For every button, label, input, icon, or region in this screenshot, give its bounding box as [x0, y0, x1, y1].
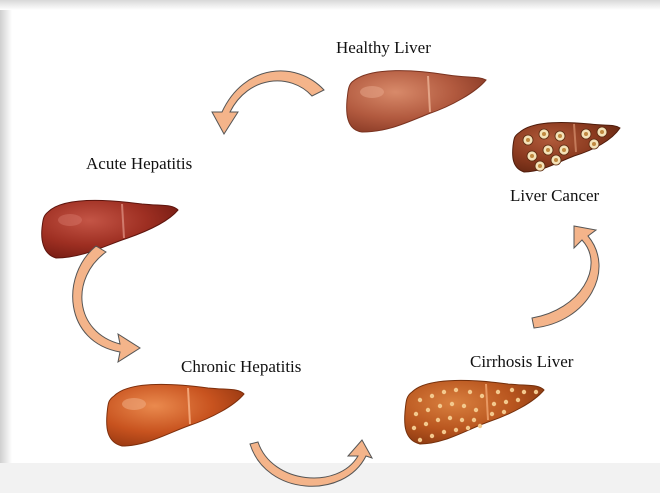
arrow-chronic-to-cirrhosis: [250, 440, 372, 486]
acute-hepatitis-label: Acute Hepatitis: [86, 154, 192, 174]
cirrhosis-nodule: [462, 404, 466, 408]
cirrhosis-nodule: [474, 408, 478, 412]
tumor-core: [584, 132, 588, 136]
cirrhosis-nodule: [426, 408, 430, 412]
cirrhosis-nodule: [424, 422, 428, 426]
cirrhosis-nodule: [430, 394, 434, 398]
cirrhosis-nodule: [418, 398, 422, 402]
chronic-hepatitis-liver-image: [107, 384, 244, 446]
cirrhosis-nodule: [448, 416, 452, 420]
liver-cancer-label: Liver Cancer: [510, 186, 599, 206]
chronic-hepatitis-label: Chronic Hepatitis: [181, 357, 301, 377]
cirrhosis-nodule: [468, 390, 472, 394]
cirrhosis-nodule: [516, 398, 520, 402]
cirrhosis-nodule: [450, 402, 454, 406]
cirrhosis-nodule: [472, 418, 476, 422]
arrow-cirrhosis-to-cancer: [532, 226, 599, 328]
cirrhosis-nodule: [478, 424, 482, 428]
cirrhosis-nodule: [502, 410, 506, 414]
arrow-acute-to-chronic: [73, 246, 140, 362]
cirrhosis-nodule: [534, 390, 538, 394]
cirrhosis-nodule: [466, 426, 470, 430]
cirrhosis-nodule: [492, 402, 496, 406]
tumor-core: [600, 130, 604, 134]
cirrhosis-nodule: [510, 388, 514, 392]
tumor-core: [562, 148, 566, 152]
cirrhosis-nodule: [490, 412, 494, 416]
cirrhosis-nodule: [442, 390, 446, 394]
cirrhosis-liver-image: [405, 380, 544, 444]
tumor-core: [592, 142, 596, 146]
cirrhosis-nodule: [442, 430, 446, 434]
cirrhosis-nodule: [454, 388, 458, 392]
tumor-core: [538, 164, 542, 168]
cirrhosis-liver-label: Cirrhosis Liver: [470, 352, 573, 372]
liver-cancer-image: [513, 122, 620, 172]
tumor-core: [546, 148, 550, 152]
tumor-core: [554, 158, 558, 162]
cirrhosis-nodule: [504, 400, 508, 404]
cirrhosis-nodule: [412, 426, 416, 430]
healthy-liver-label: Healthy Liver: [336, 38, 431, 58]
cirrhosis-nodule: [460, 418, 464, 422]
cirrhosis-nodule: [480, 394, 484, 398]
cirrhosis-nodule: [418, 438, 422, 442]
tumor-core: [558, 134, 562, 138]
cirrhosis-nodule: [454, 428, 458, 432]
cirrhosis-nodule: [438, 404, 442, 408]
cirrhosis-nodule: [496, 390, 500, 394]
cirrhosis-nodule: [522, 390, 526, 394]
cirrhosis-nodule: [414, 412, 418, 416]
healthy-liver-image: [347, 71, 486, 132]
acute-hepatitis-liver-image: [42, 200, 178, 258]
tumor-core: [530, 154, 534, 158]
arrow-healthy-to-acute: [212, 71, 324, 134]
cirrhosis-nodule: [430, 434, 434, 438]
cirrhosis-nodule: [436, 418, 440, 422]
tumor-core: [542, 132, 546, 136]
tumor-core: [526, 138, 530, 142]
